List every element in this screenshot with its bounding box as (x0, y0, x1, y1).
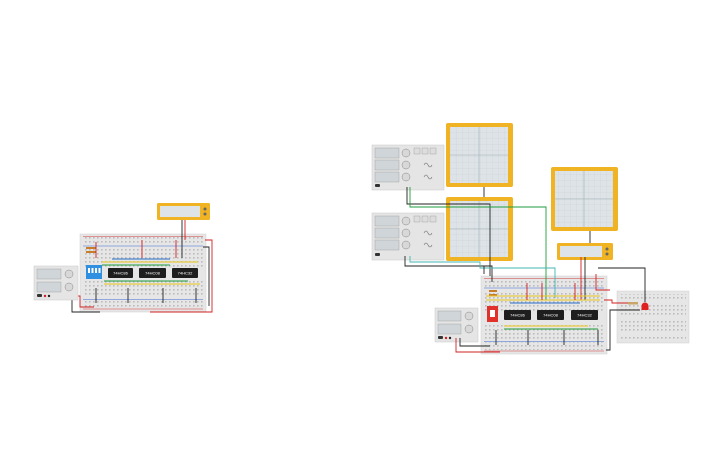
left-wires (58, 220, 213, 313)
oscilloscope-icon[interactable] (551, 167, 618, 231)
right-display-meter[interactable] (557, 243, 613, 260)
right-chip-2[interactable]: 74HC08 (537, 310, 564, 320)
chip-label: 74HC86 (510, 313, 525, 318)
left-chip-3[interactable]: 74HC32 (172, 268, 198, 278)
right-wires (404, 187, 646, 353)
chip-label: 74HC32 (178, 271, 193, 276)
right-chip-3[interactable]: 74HC32 (571, 310, 598, 320)
chip-label: 74HC86 (113, 271, 128, 276)
left-display-meter[interactable] (157, 203, 210, 220)
led-icon[interactable] (641, 302, 649, 311)
chip-label: 74HC08 (145, 271, 160, 276)
right-circuit: 74HC86 74HC08 74HC32 (371, 123, 690, 355)
resistor-icon (489, 290, 497, 296)
slide-switch-icon[interactable] (487, 306, 498, 322)
small-breadboard[interactable] (616, 290, 690, 344)
left-circuit: 74HC86 74HC08 74HC32 (33, 203, 213, 313)
function-generator-icon[interactable] (371, 212, 445, 261)
oscilloscope-icon[interactable] (446, 197, 513, 261)
power-supply-icon[interactable] (434, 307, 479, 343)
resistor-icon (86, 247, 96, 253)
right-chip-1[interactable]: 74HC86 (504, 310, 531, 320)
left-chip-2[interactable]: 74HC08 (139, 268, 166, 278)
chip-label: 74HC32 (577, 313, 592, 318)
function-generator-icon[interactable] (371, 144, 445, 191)
resistor-icon (628, 302, 638, 305)
chip-label: 74HC08 (543, 313, 558, 318)
oscilloscope-icon[interactable] (446, 123, 513, 187)
left-chip-1[interactable]: 74HC86 (108, 268, 133, 278)
dip-switch-icon[interactable] (86, 265, 102, 279)
power-supply-icon[interactable] (33, 265, 79, 301)
